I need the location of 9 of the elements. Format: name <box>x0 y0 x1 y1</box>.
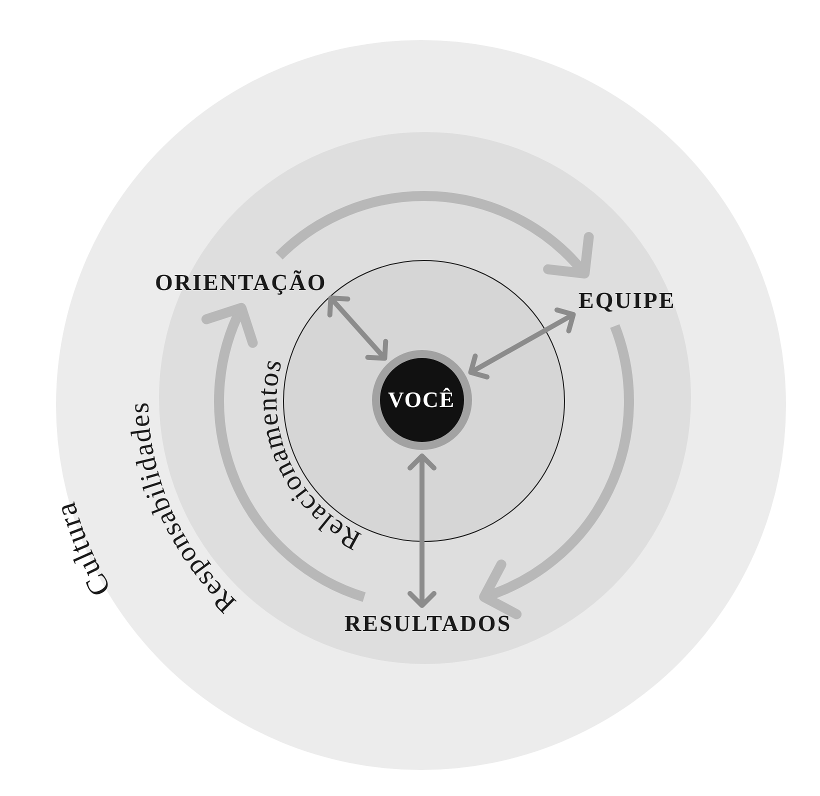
double-arrow <box>408 454 436 608</box>
center-label: VOCÊ <box>388 388 456 410</box>
category-label: ORIENTAÇÃO <box>155 270 327 294</box>
double-arrow <box>327 296 388 361</box>
category-label: EQUIPE <box>578 288 676 312</box>
category-label: RESULTADOS <box>344 612 512 634</box>
curved-arrow <box>479 324 634 618</box>
curved-arrow <box>276 191 592 278</box>
double-arrow <box>468 307 576 380</box>
